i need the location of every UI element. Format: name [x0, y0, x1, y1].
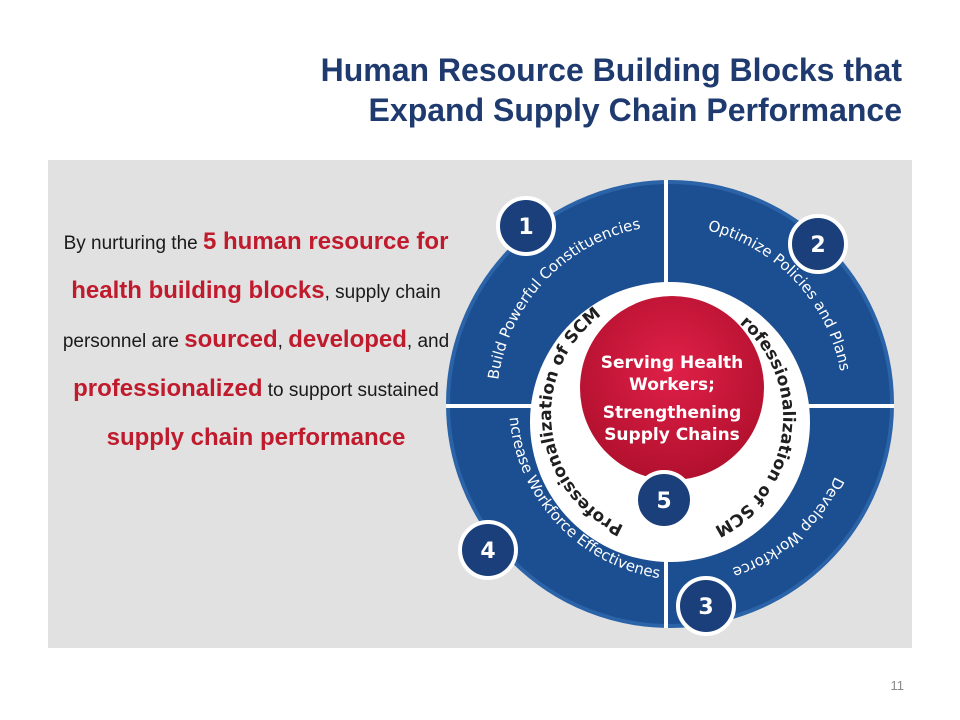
body-text-1: By nurturing the	[63, 233, 203, 254]
badge-5: 5	[634, 470, 694, 530]
hub-line-2: Workers;	[629, 375, 715, 395]
body-text-3: ,	[277, 331, 289, 352]
badge-4-number: 4	[480, 539, 495, 564]
badge-2-number: 2	[810, 233, 825, 258]
highlight-professionalized: professionalized	[73, 375, 263, 402]
title-line-1: Human Resource Building Blocks that	[320, 52, 902, 88]
highlight-supply-chain-performance: supply chain performance	[106, 424, 406, 451]
badge-4: 4	[458, 520, 518, 580]
badge-3: 3	[676, 576, 736, 636]
page-number: 11	[890, 678, 905, 693]
body-text-2: , supply chain personnel are	[62, 282, 441, 352]
hub-circle	[580, 296, 764, 480]
body-paragraph: By nurturing the 5 human resource for he…	[56, 218, 456, 463]
highlight-sourced: sourced	[184, 326, 278, 353]
badge-1-number: 1	[518, 215, 533, 240]
title-line-2: Expand Supply Chain Performance	[368, 92, 902, 128]
body-text-4: , and	[406, 331, 450, 352]
body-text-5: to support sustained	[262, 380, 439, 401]
highlight-building-blocks: 5 human resource for health building blo…	[71, 228, 449, 304]
building-blocks-wheel: Build Powerful Constituencies Optimize P…	[430, 160, 894, 636]
hub-line-1: Serving Health	[601, 353, 744, 373]
slide-title: Human Resource Building Blocks that Expa…	[170, 50, 902, 130]
highlight-developed: developed	[288, 326, 407, 353]
badge-3-number: 3	[698, 595, 713, 620]
badge-5-number: 5	[656, 489, 671, 514]
badge-1: 1	[496, 196, 556, 256]
hub-line-3: Strengthening	[603, 403, 742, 423]
badge-2: 2	[788, 214, 848, 274]
hub-line-4: Supply Chains	[604, 425, 740, 445]
